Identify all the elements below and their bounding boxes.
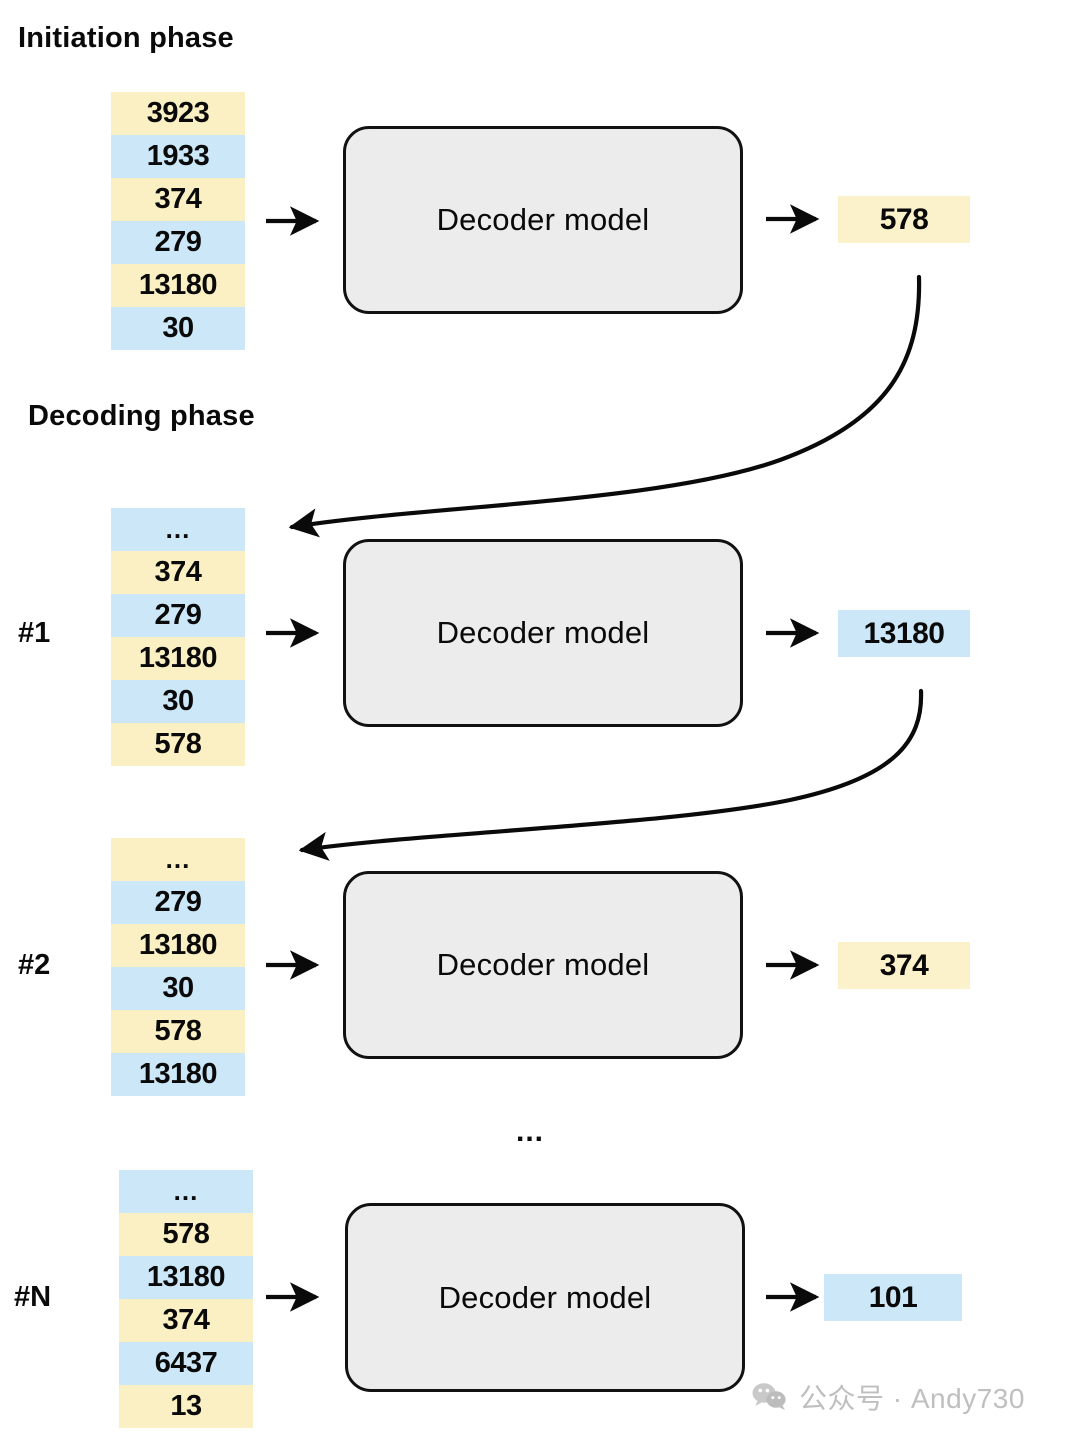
token-row: 3923 xyxy=(111,92,245,135)
token-row: ... xyxy=(119,1170,253,1213)
token-row: ... xyxy=(111,838,245,881)
stage-separator-ellipsis: ... xyxy=(516,1115,545,1148)
token-row: 13180 xyxy=(119,1256,253,1299)
output-chip-decode-n: 101 xyxy=(824,1274,962,1321)
initiation-phase-title: Initiation phase xyxy=(18,22,234,54)
token-row: 374 xyxy=(111,551,245,594)
token-row: 578 xyxy=(119,1213,253,1256)
token-row: 13180 xyxy=(111,924,245,967)
token-row: 13180 xyxy=(111,264,245,307)
token-row: 6437 xyxy=(119,1342,253,1385)
token-row: 279 xyxy=(111,881,245,924)
decoder-model-label: Decoder model xyxy=(438,1279,652,1315)
wechat-icon xyxy=(752,1383,786,1410)
token-stack-initiation: 3923 1933 374 279 13180 30 xyxy=(111,92,245,350)
token-stack-decode-1: ... 374 279 13180 30 578 xyxy=(111,508,245,766)
token-row: 578 xyxy=(111,1010,245,1053)
token-row: 30 xyxy=(111,967,245,1010)
decoder-model-box-decode-1[interactable]: Decoder model xyxy=(343,539,743,727)
decoder-model-label: Decoder model xyxy=(436,202,650,237)
step-label-2: #2 xyxy=(18,949,51,981)
step-label-n: #N xyxy=(14,1281,52,1313)
step-label-1: #1 xyxy=(18,617,51,649)
token-row: 279 xyxy=(111,221,245,264)
token-row: 374 xyxy=(119,1299,253,1342)
token-row: 578 xyxy=(111,723,245,766)
token-row: 30 xyxy=(111,680,245,723)
output-chip-decode-1: 13180 xyxy=(838,610,970,657)
watermark-text: 公众号 · Andy730 xyxy=(799,1383,1025,1414)
token-row: 13180 xyxy=(111,637,245,680)
feedback-arrow-1 xyxy=(288,274,922,538)
token-row: ... xyxy=(111,508,245,551)
token-stack-decode-2: ... 279 13180 30 578 13180 xyxy=(111,838,245,1096)
decoding-phase-title: Decoding phase xyxy=(28,400,255,432)
decoder-model-label: Decoder model xyxy=(436,615,650,650)
token-row: 13 xyxy=(119,1385,253,1428)
token-row: 279 xyxy=(111,594,245,637)
token-row: 13180 xyxy=(111,1053,245,1096)
token-row: 30 xyxy=(111,307,245,350)
token-stack-decode-n: ... 578 13180 374 6437 13 xyxy=(119,1170,253,1428)
token-row: 374 xyxy=(111,178,245,221)
decoder-model-box-decode-2[interactable]: Decoder model xyxy=(343,871,743,1059)
token-row: 1933 xyxy=(111,135,245,178)
decoder-model-box-initiation[interactable]: Decoder model xyxy=(343,126,743,314)
decoder-model-box-decode-n[interactable]: Decoder model xyxy=(345,1203,745,1392)
output-chip-initiation: 578 xyxy=(838,196,970,243)
output-chip-decode-2: 374 xyxy=(838,942,970,989)
watermark: 公众号 · Andy730 xyxy=(752,1377,1025,1417)
decoder-model-label: Decoder model xyxy=(436,947,650,982)
